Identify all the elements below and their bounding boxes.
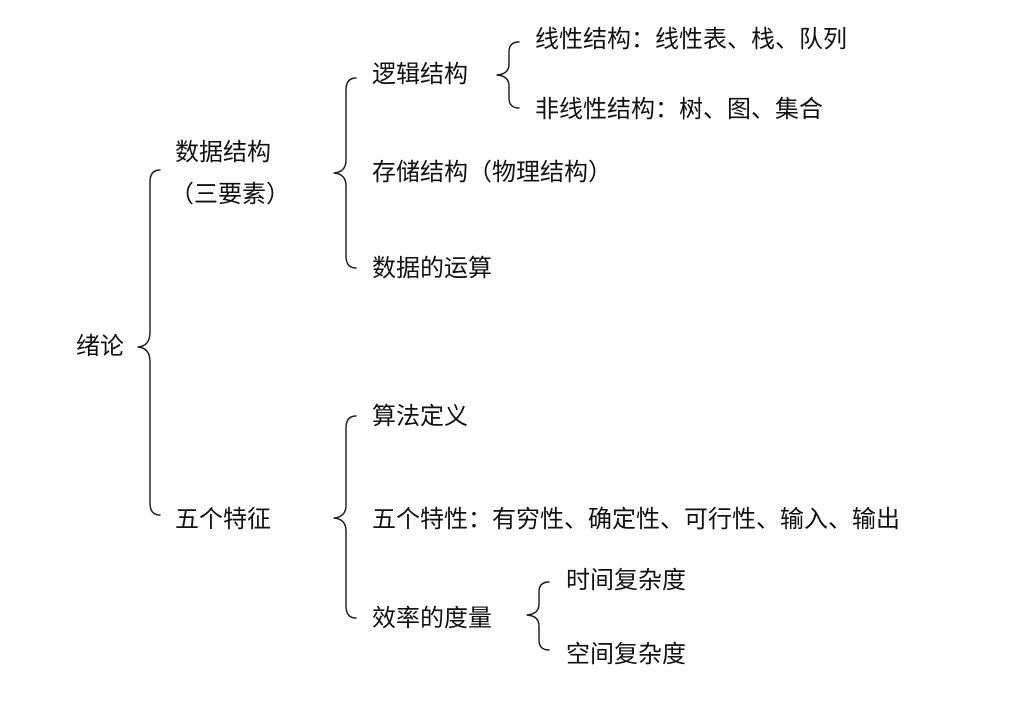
root-node-label: 绪论 (76, 332, 124, 360)
five-properties-label: 五个特性：有穷性、确定性、可行性、输入、输出 (372, 505, 900, 533)
nonlinear-structure-label: 非线性结构：树、图、集合 (535, 95, 823, 123)
space-complexity-label: 空间复杂度 (566, 640, 686, 668)
logical-brace (496, 41, 520, 109)
data-structure-brace (333, 77, 357, 269)
data-operations-label: 数据的运算 (372, 254, 492, 282)
storage-structure-label: 存储结构（物理结构） (372, 158, 612, 186)
logical-structure-label: 逻辑结构 (372, 60, 468, 88)
data-structure-label: 数据结构 (175, 138, 271, 166)
algorithm-definition-label: 算法定义 (372, 402, 468, 430)
efficiency-brace (526, 581, 550, 651)
root-brace (137, 169, 161, 516)
five-features-label: 五个特征 (175, 505, 271, 533)
five-features-brace (333, 415, 357, 619)
efficiency-measure-label: 效率的度量 (372, 604, 492, 632)
time-complexity-label: 时间复杂度 (566, 566, 686, 594)
data-structure-subtitle: （三要素） (170, 180, 290, 208)
linear-structure-label: 线性结构：线性表、栈、队列 (535, 25, 847, 53)
